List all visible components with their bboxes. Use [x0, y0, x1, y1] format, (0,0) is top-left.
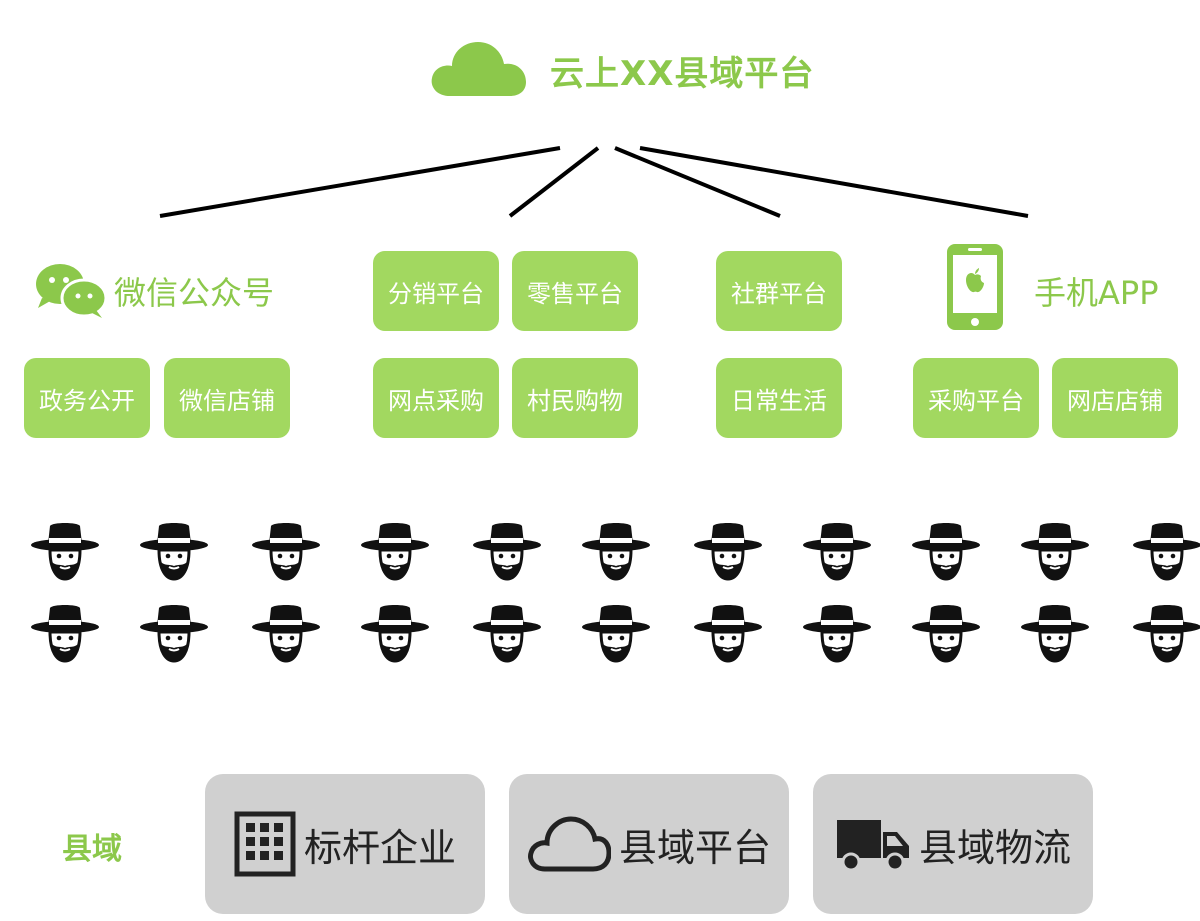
villager-icon	[802, 520, 872, 582]
online-shop-button[interactable]: 网店店铺	[1052, 358, 1178, 438]
county-logistics-label: 县域物流	[918, 825, 1071, 870]
villager-icon	[911, 520, 981, 582]
wechat-shop-button[interactable]: 微信店铺	[164, 358, 290, 438]
villager-icon	[581, 602, 651, 664]
villager-icon	[1020, 602, 1090, 664]
villager-icon	[693, 602, 763, 664]
benchmark-enterprise-label: 标杆企业	[303, 825, 456, 870]
villager-icon	[472, 602, 542, 664]
distribution-platform-button[interactable]: 分销平台	[373, 251, 499, 331]
villager-icon	[139, 602, 209, 664]
villager-icon	[472, 520, 542, 582]
cloud-icon	[431, 42, 526, 96]
county-platform-panel[interactable]: 县域平台	[509, 774, 789, 914]
villager-icon	[1132, 602, 1200, 664]
villager-shopping-button[interactable]: 村民购物	[512, 358, 638, 438]
wechat-icon	[36, 264, 108, 318]
phone-icon	[947, 244, 1003, 330]
villager-icon	[30, 520, 100, 582]
gov-affairs-button[interactable]: 政务公开	[24, 358, 150, 438]
villager-icon	[251, 602, 321, 664]
wechat-label: 微信公众号	[114, 274, 275, 312]
villager-icon	[693, 520, 763, 582]
villager-icon	[30, 602, 100, 664]
villager-icon	[360, 520, 430, 582]
purchase-platform-button[interactable]: 采购平台	[913, 358, 1039, 438]
page-title: 云上XX县域平台	[550, 54, 815, 94]
outlet-purchase-button[interactable]: 网点采购	[373, 358, 499, 438]
county-logistics-panel[interactable]: 县域物流	[813, 774, 1093, 914]
daily-life-button[interactable]: 日常生活	[716, 358, 842, 438]
villager-icon	[581, 520, 651, 582]
villager-icon	[1020, 520, 1090, 582]
county-platform-label: 县域平台	[618, 825, 771, 870]
villager-icon	[139, 520, 209, 582]
villager-icon	[1132, 520, 1200, 582]
community-platform-button[interactable]: 社群平台	[716, 251, 842, 331]
truck-icon	[836, 820, 909, 872]
retail-platform-button[interactable]: 零售平台	[512, 251, 638, 331]
cloud-outline-icon	[528, 816, 611, 872]
app-label: 手机APP	[1034, 274, 1159, 312]
villager-icon	[802, 602, 872, 664]
villager-icon	[911, 602, 981, 664]
building-icon	[234, 811, 296, 877]
county-label: 县域	[62, 832, 122, 867]
villager-icon	[360, 602, 430, 664]
benchmark-enterprise-panel[interactable]: 标杆企业	[205, 774, 485, 914]
villager-icon	[251, 520, 321, 582]
